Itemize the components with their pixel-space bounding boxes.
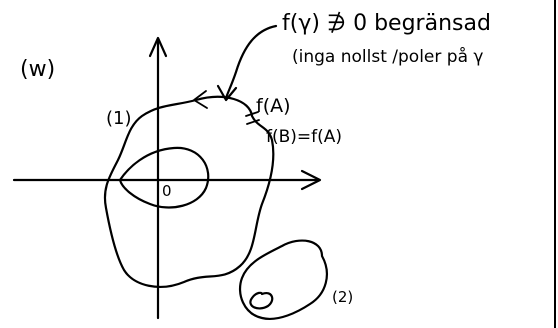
real-axis-arrow — [300, 169, 322, 191]
point-fa-label: f(A) — [256, 95, 291, 117]
image-curve-2 — [238, 239, 328, 320]
point-fb-label: f(B)=f(A) — [266, 127, 342, 147]
axes — [12, 36, 322, 320]
annotation-arrowhead — [216, 84, 238, 102]
orientation-arrow — [193, 90, 208, 109]
curve-2-label: (2) — [332, 288, 353, 306]
image-curve-1 — [103, 95, 275, 288]
tick-fb — [246, 119, 260, 125]
inner-curve — [118, 146, 210, 209]
origin-label: 0 — [162, 182, 172, 200]
imag-axis-arrow — [148, 36, 168, 58]
plane-label: (w) — [20, 57, 55, 82]
annotation-sub: (inga nollst /poler på γ — [292, 46, 483, 67]
curve-2-inner-loop — [249, 291, 274, 310]
tick-fa — [245, 111, 259, 117]
annotation-main: f(γ) ∌ 0 begränsad — [282, 11, 491, 36]
annotation-arrow — [224, 24, 278, 100]
curve-1-label: (1) — [106, 108, 132, 129]
